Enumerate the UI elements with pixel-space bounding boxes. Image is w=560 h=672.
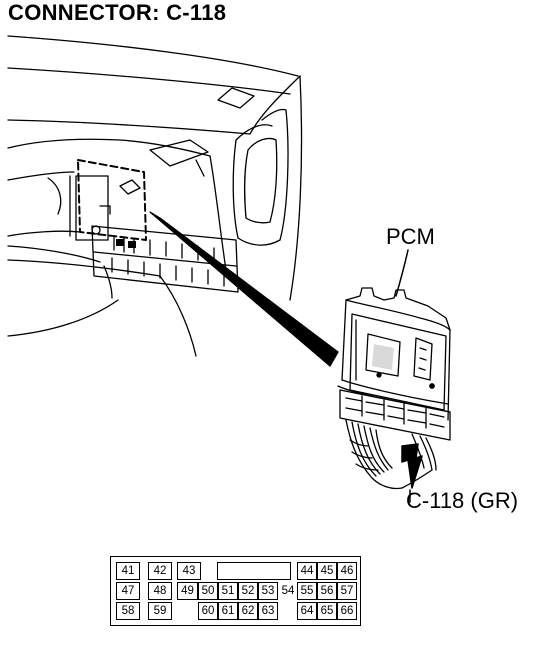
pin-45: 45 [317, 562, 337, 580]
connector-pin-face: 41 42 43 44 45 46 47 48 49 50 51 52 53 5… [110, 556, 361, 626]
pcm-location-callout-box [77, 159, 147, 241]
pin-58: 58 [116, 602, 140, 620]
pin-53: 53 [258, 582, 278, 600]
pin-65: 65 [317, 602, 337, 620]
pin-60: 60 [198, 602, 218, 620]
pin-57: 57 [337, 582, 357, 600]
pcm-leader-line [395, 249, 409, 297]
pin-46: 46 [337, 562, 357, 580]
pin-54: 54 [281, 585, 295, 597]
pin-43: 43 [177, 562, 201, 580]
pin-42: 42 [148, 562, 172, 580]
connector-key-slot [217, 562, 291, 580]
pin-62: 62 [238, 602, 258, 620]
pin-59: 59 [148, 602, 172, 620]
pin-51: 51 [218, 582, 238, 600]
page-title: CONNECTOR: C-118 [8, 0, 227, 25]
connector-label: C-118 (GR) [406, 488, 519, 513]
pcm-module-drawing [337, 287, 451, 490]
pin-63: 63 [258, 602, 278, 620]
connector-arrow [401, 443, 423, 489]
pin-50: 50 [198, 582, 218, 600]
pin-48: 48 [148, 582, 172, 600]
pin-64: 64 [297, 602, 317, 620]
pin-47: 47 [116, 582, 140, 600]
pin-44: 44 [297, 562, 317, 580]
pin-41: 41 [116, 562, 140, 580]
pin-61: 61 [218, 602, 238, 620]
pin-52: 52 [238, 582, 258, 600]
callout-leader [149, 211, 339, 367]
pin-49: 49 [177, 582, 198, 600]
pin-55: 55 [297, 582, 317, 600]
pin-66: 66 [337, 602, 357, 620]
pcm-label: PCM [386, 224, 435, 249]
dashboard-drawing [7, 35, 303, 357]
pin-56: 56 [317, 582, 337, 600]
